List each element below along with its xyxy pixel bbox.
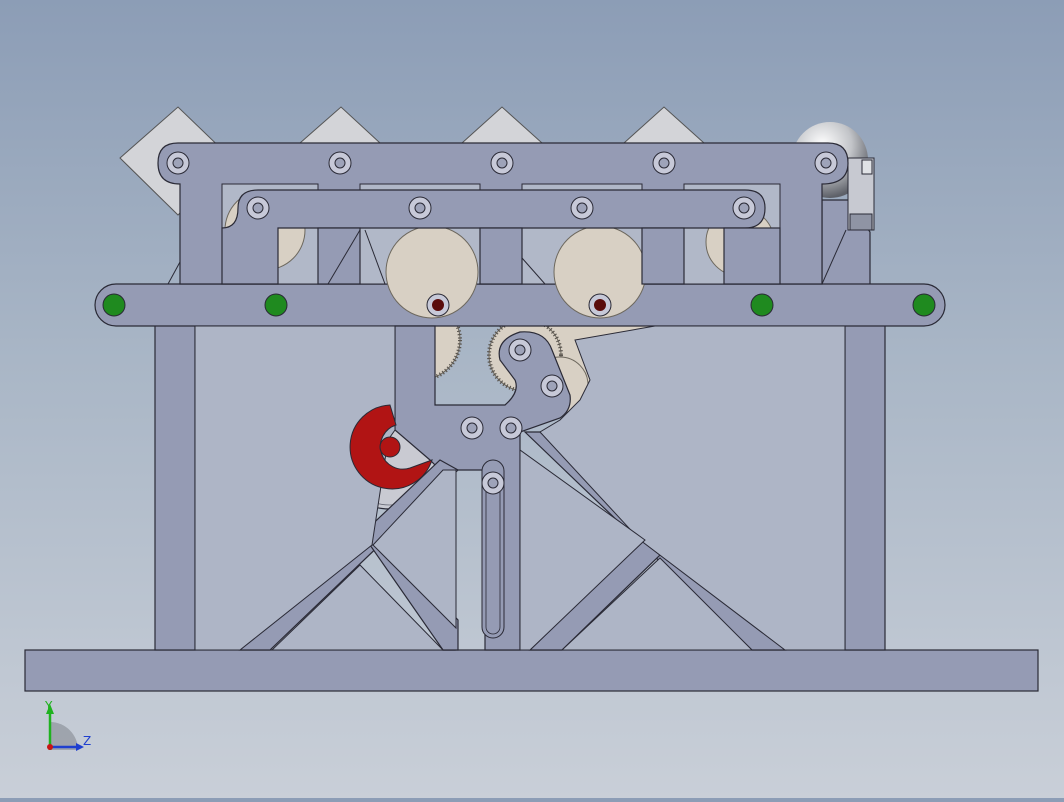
top-pins [166,151,838,175]
axis-label-z: Z [83,734,91,748]
link-pins [246,196,756,220]
right-bracket [821,157,875,286]
red-cam [349,404,433,490]
axis-label-y: Y [44,699,53,713]
main-frame [24,142,1039,692]
beam-pins [102,293,936,317]
axis-triad: Y Z [44,699,91,751]
mechanism-pins [460,338,564,495]
